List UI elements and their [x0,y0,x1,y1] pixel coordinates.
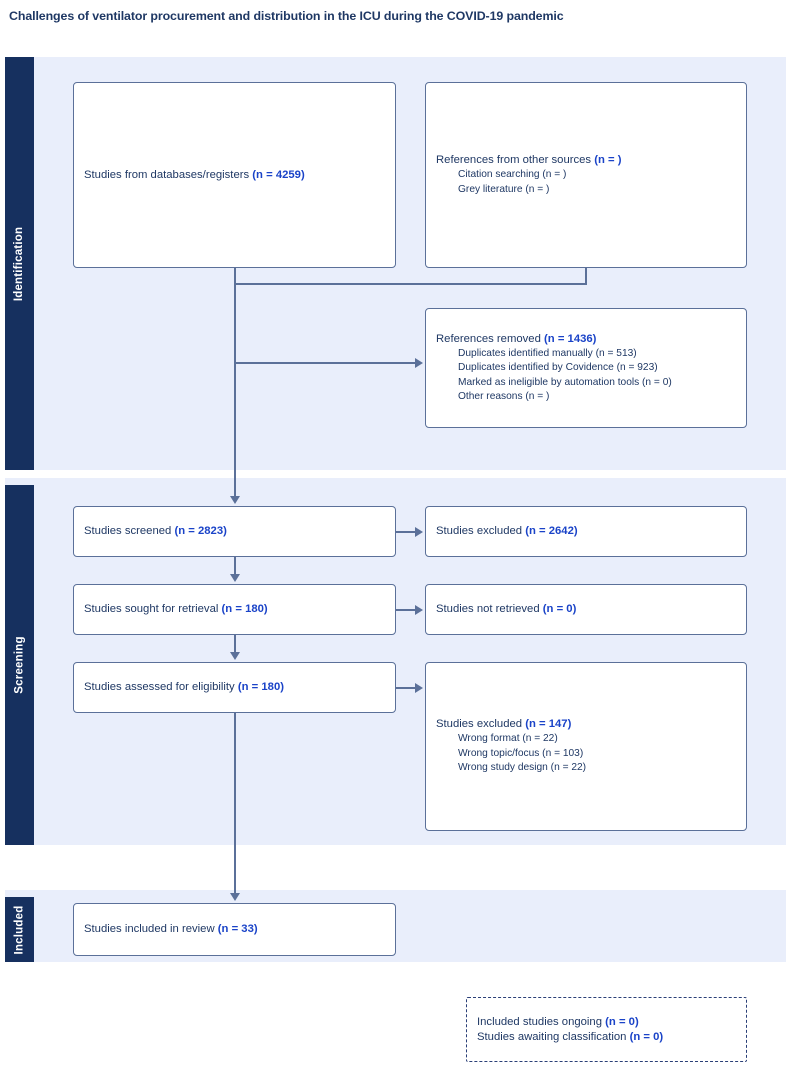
box-references-removed-count: (n = 1436) [544,332,597,345]
box-ongoing-label: Included studies ongoing [477,1015,602,1028]
box-studies-screened: Studies screened (n = 2823) [73,506,396,557]
box-included-label: Studies included in review [84,923,215,935]
box-excluded-screening-label: Studies excluded [436,525,523,537]
stage-tab-identification: Identification [5,57,34,470]
box-ongoing-line1: Included studies ongoing (n = 0) [477,1015,736,1030]
arrow-screened-to-sought [230,574,240,582]
box-screened-text: Studies screened (n = 2823) [84,524,385,539]
box-sought-count: (n = 180) [221,603,268,615]
stage-tab-included: Included [5,897,34,962]
box-screened-label: Studies screened [84,525,172,537]
box-excluded-eligibility-text: Studies excluded (n = 147) [436,717,736,732]
box-studies-excluded-eligibility: Studies excluded (n = 147) Wrong format … [425,662,747,831]
box-sought-label: Studies sought for retrieval [84,603,219,615]
page-title: Challenges of ventilator procurement and… [9,9,564,23]
box-references-removed-item-3: Other reasons (n = ) [458,391,550,402]
connector-screened-to-sought [234,557,236,576]
box-excluded-screening-text: Studies excluded (n = 2642) [436,524,736,539]
box-ongoing-and-awaiting: Included studies ongoing (n = 0) Studies… [466,997,747,1062]
box-studies-assessed-for-eligibility: Studies assessed for eligibility (n = 18… [73,662,396,713]
connector-main-trunk [234,283,236,498]
box-included-count: (n = 33) [217,923,258,935]
box-databases-text: Studies from databases/registers (n = 42… [84,168,385,183]
connector-assessed-to-excluded [396,687,417,689]
box-references-removed-item-2: Marked as ineligible by automation tools… [458,376,672,388]
box-references-removed-label: References removed [436,332,541,345]
box-ongoing-line2: Studies awaiting classification (n = 0) [477,1030,736,1045]
stage-tab-identification-label: Identification [13,226,26,301]
box-other-sources-text: References from other sources (n = ) [436,153,736,168]
box-excluded-eligibility-item-2: Wrong study design (n = 22) [458,762,587,774]
box-not-retrieved-label: Studies not retrieved [436,603,540,615]
box-references-removed-item-1: Duplicates identified by Covidence (n = … [458,362,658,373]
stage-tab-screening: Screening [5,485,34,845]
connector-merge-bar [234,283,587,285]
arrow-trunk-to-screened [230,496,240,504]
box-awaiting-count: (n = 0) [629,1030,664,1043]
box-included-text: Studies included in review (n = 33) [84,922,385,937]
box-not-retrieved-text: Studies not retrieved (n = 0) [436,602,736,617]
box-other-sources-item-1: Grey literature (n = ) [458,183,550,195]
arrow-sought-to-assessed [230,652,240,660]
stage-tab-included-label: Included [13,905,26,954]
arrow-assessed-to-included [230,893,240,901]
box-references-removed-text: References removed (n = 1436) [436,332,736,347]
connector-screened-to-excluded [396,531,417,533]
connector-assessed-to-included [234,713,236,895]
box-excluded-eligibility-count: (n = 147) [525,718,572,731]
arrow-to-references-removed [415,358,423,368]
box-excluded-eligibility-label: Studies excluded [436,718,523,731]
box-references-removed: References removed (n = 1436) Duplicates… [425,308,747,428]
box-studies-included-in-review: Studies included in review (n = 33) [73,903,396,956]
arrow-sought-to-notretrieved [415,605,423,615]
box-other-sources-count: (n = ) [594,154,622,166]
box-excluded-eligibility-item-0: Wrong format (n = 22) [458,733,558,745]
stage-tab-screening-label: Screening [13,636,26,694]
box-assessed-count: (n = 180) [237,681,284,693]
arrow-screened-to-excluded [415,527,423,537]
box-other-sources-item-0: Citation searching (n = ) [458,169,567,180]
box-screened-count: (n = 2823) [174,525,227,537]
box-studies-not-retrieved: Studies not retrieved (n = 0) [425,584,747,635]
box-databases-label: Studies from databases/registers [84,168,250,181]
box-studies-excluded-screening: Studies excluded (n = 2642) [425,506,747,557]
box-studies-sought-for-retrieval: Studies sought for retrieval (n = 180) [73,584,396,635]
box-studies-from-databases: Studies from databases/registers (n = 42… [73,82,396,268]
connector-to-references-removed [234,362,417,364]
box-assessed-label: Studies assessed for eligibility [84,681,235,693]
box-excluded-eligibility-item-1: Wrong topic/focus (n = 103) [458,747,584,759]
arrow-assessed-to-excluded [415,683,423,693]
box-awaiting-label: Studies awaiting classification [477,1030,627,1043]
box-references-removed-item-0: Duplicates identified manually (n = 513) [458,347,637,359]
box-sought-text: Studies sought for retrieval (n = 180) [84,602,385,617]
box-databases-count: (n = 4259) [252,168,305,181]
box-ongoing-count: (n = 0) [605,1015,639,1028]
box-not-retrieved-count: (n = 0) [542,603,577,615]
connector-othersources-stub [585,268,587,284]
box-excluded-screening-count: (n = 2642) [525,525,578,537]
box-other-sources-label: References from other sources [436,154,592,166]
connector-databases-stub [234,268,236,284]
box-assessed-text: Studies assessed for eligibility (n = 18… [84,680,385,695]
box-references-other-sources: References from other sources (n = ) Cit… [425,82,747,268]
connector-sought-to-assessed [234,635,236,654]
connector-sought-to-notretrieved [396,609,417,611]
